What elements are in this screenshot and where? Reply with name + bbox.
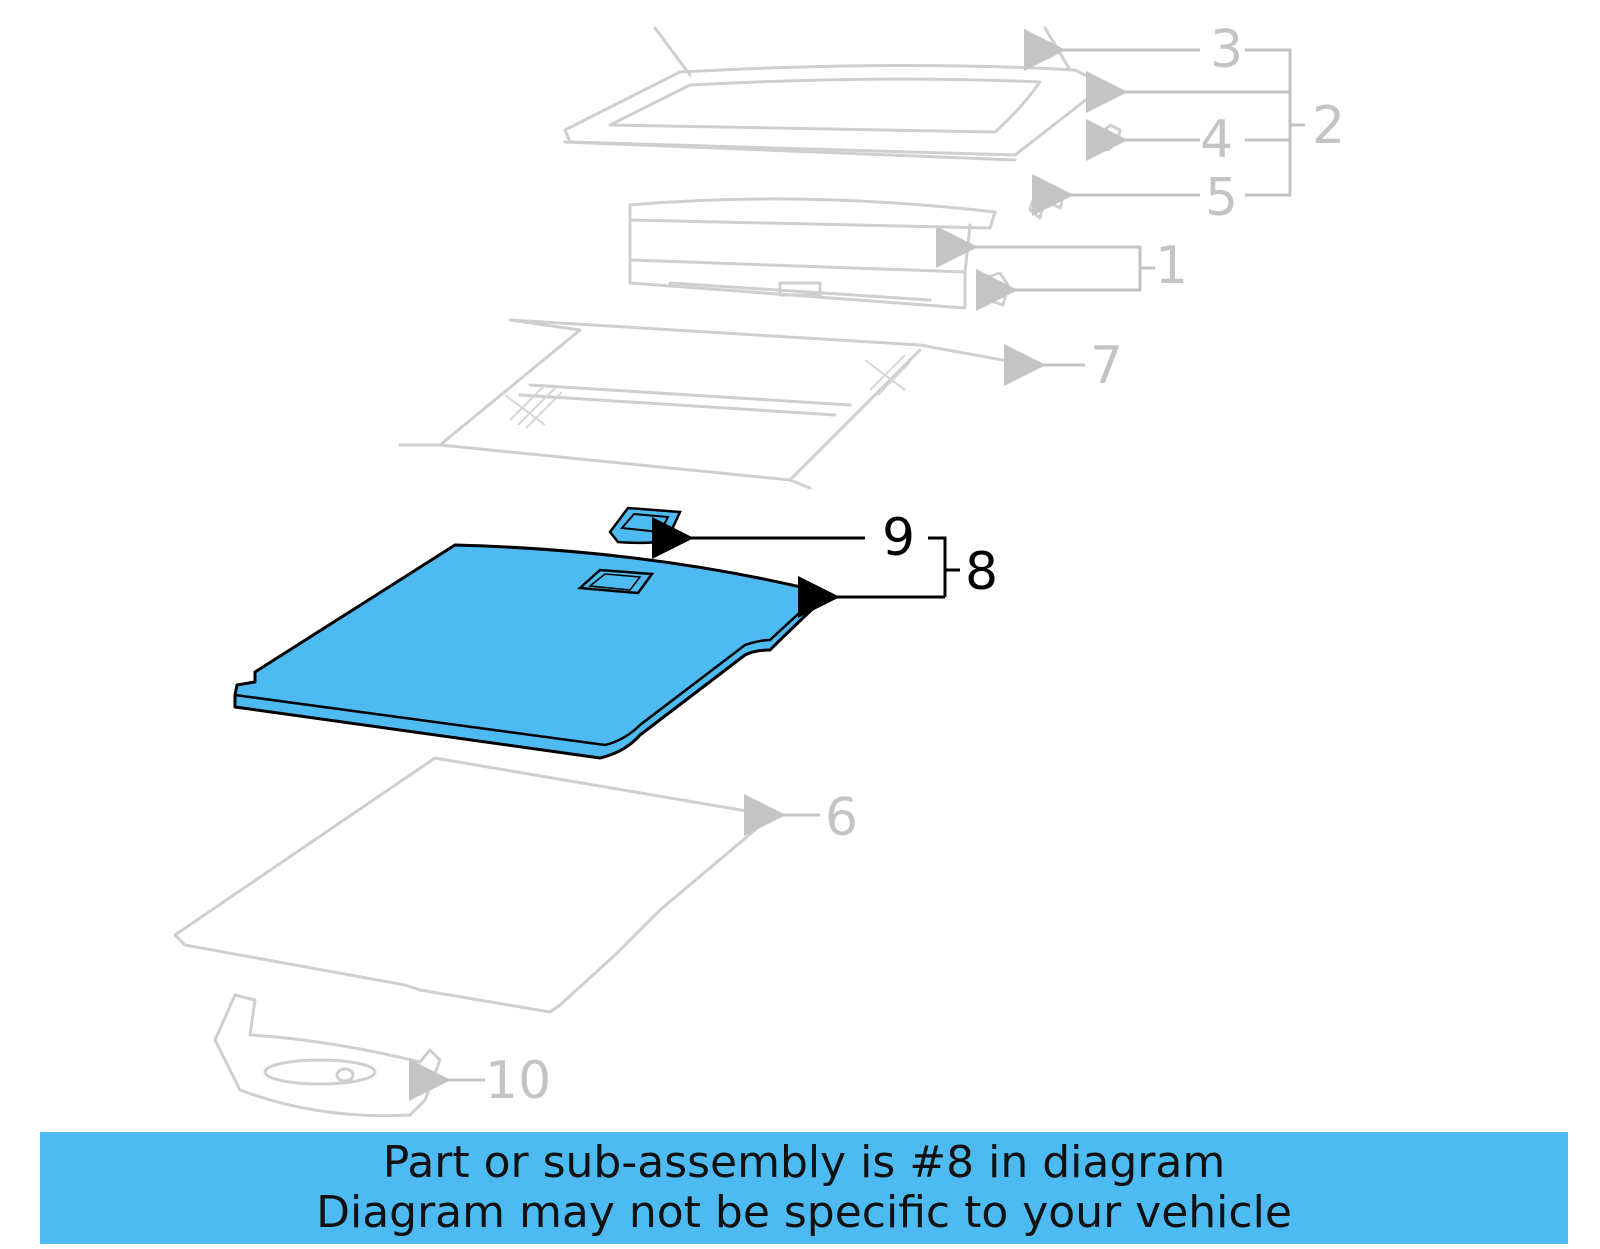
callout-4: 4 (1200, 110, 1233, 170)
part-5-clip (1028, 187, 1064, 220)
callout-10: 10 (485, 1051, 551, 1111)
part-8-load-floor (233, 543, 824, 760)
part-2-liftgate-glass (563, 26, 1107, 162)
leader-lines-dark (652, 517, 960, 618)
callout-3: 3 (1210, 20, 1243, 80)
callout-6: 6 (825, 788, 858, 848)
part-7-cargo-net (398, 318, 1032, 490)
callout-1: 1 (1155, 236, 1188, 296)
part-6-floor-mat (173, 756, 772, 1014)
banner-line-1: Part or sub-assembly is #8 in diagram (382, 1137, 1226, 1188)
leader-lines-grey (409, 29, 1305, 1101)
callout-2: 2 (1312, 96, 1345, 156)
callout-5: 5 (1205, 168, 1238, 228)
callout-7: 7 (1090, 336, 1123, 396)
part-9-handle (608, 506, 682, 545)
callout-8: 8 (965, 542, 998, 602)
callout-9: 9 (882, 508, 915, 568)
banner-line-2: Diagram may not be specific to your vehi… (316, 1187, 1292, 1238)
info-banner: Part or sub-assembly is #8 in diagram Di… (40, 1132, 1568, 1244)
part-10-tray (213, 993, 442, 1118)
part-1-trim-panel (628, 197, 1010, 310)
part-4-bumper (1096, 123, 1122, 152)
